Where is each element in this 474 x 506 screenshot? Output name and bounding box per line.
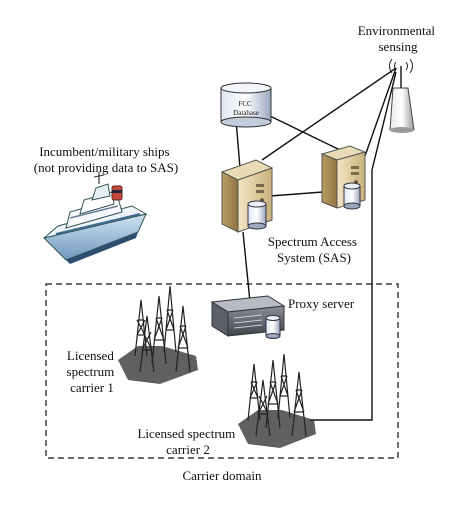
server-icon — [220, 159, 274, 233]
carrier-2-label: Licensed spectrum carrier 2 — [137, 426, 238, 457]
fcc-database-label: FCC Database — [233, 100, 259, 117]
carrier-1-label: Licensed spectrum carrier 1 — [67, 348, 118, 395]
sas-label: Spectrum Access System (SAS) — [268, 234, 360, 265]
proxy-server-icon — [210, 295, 286, 339]
link-sensor-sas2 — [364, 67, 397, 157]
cell-tower-icon — [238, 353, 316, 448]
link-fcc-sas2 — [269, 115, 341, 151]
cell-tower-icon — [118, 285, 198, 384]
proxy-server-label: Proxy server — [288, 296, 355, 311]
environmental-sensing-label: Environmental sensing — [358, 23, 439, 54]
incumbent-ships-label: Incumbent/military ships (not providing … — [34, 144, 178, 175]
link-sensor-sas1 — [261, 67, 397, 161]
link-sas1-sas2 — [269, 191, 324, 197]
link-sensor-carrier2 — [310, 71, 397, 421]
link-sas1-proxy — [242, 231, 251, 303]
link-fcc-sas1 — [235, 119, 241, 169]
ship-icon — [43, 172, 148, 264]
carrier-domain-box — [45, 283, 399, 459]
connection-lines — [235, 67, 397, 421]
database-icon — [220, 82, 272, 128]
antenna-icon — [389, 58, 415, 133]
server-icon — [320, 145, 367, 210]
carrier-domain-label: Carrier domain — [182, 468, 262, 483]
